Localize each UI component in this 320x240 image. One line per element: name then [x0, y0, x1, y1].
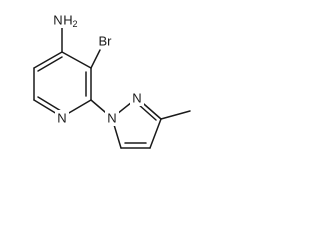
atom-labels: N H 2 Br N N N [52, 10, 144, 126]
bromine-group: Br [96, 32, 115, 49]
bond-c3-br [90, 49, 101, 69]
pyrazole-n2-group: N [130, 90, 144, 106]
bond-c5-c4 [33, 51, 63, 69]
amine-group: N H 2 [52, 10, 78, 29]
pyrazole-n1-label: N [107, 111, 116, 126]
amine-h-label: H [63, 13, 72, 28]
bond-c4-c3 [61, 51, 92, 69]
pyridine-n-label: N [57, 111, 66, 126]
pyrazole-n2-label: N [132, 91, 141, 106]
pyrazole-n1-group: N [105, 110, 119, 126]
amine-h-count: 2 [72, 19, 77, 29]
bond-n2-c3-inner [137, 103, 157, 121]
bond-c3-c4 [149, 118, 162, 149]
pyridine-n-group: N [55, 110, 69, 126]
bond-methyl [160, 110, 191, 120]
bromine-label: Br [99, 34, 113, 49]
bond-n1-c6-inner [37, 96, 62, 112]
amine-n-label: N [53, 13, 62, 28]
structure-diagram: N H 2 Br N N N [33, 10, 191, 149]
bond-c5-c4-inner [37, 56, 63, 72]
